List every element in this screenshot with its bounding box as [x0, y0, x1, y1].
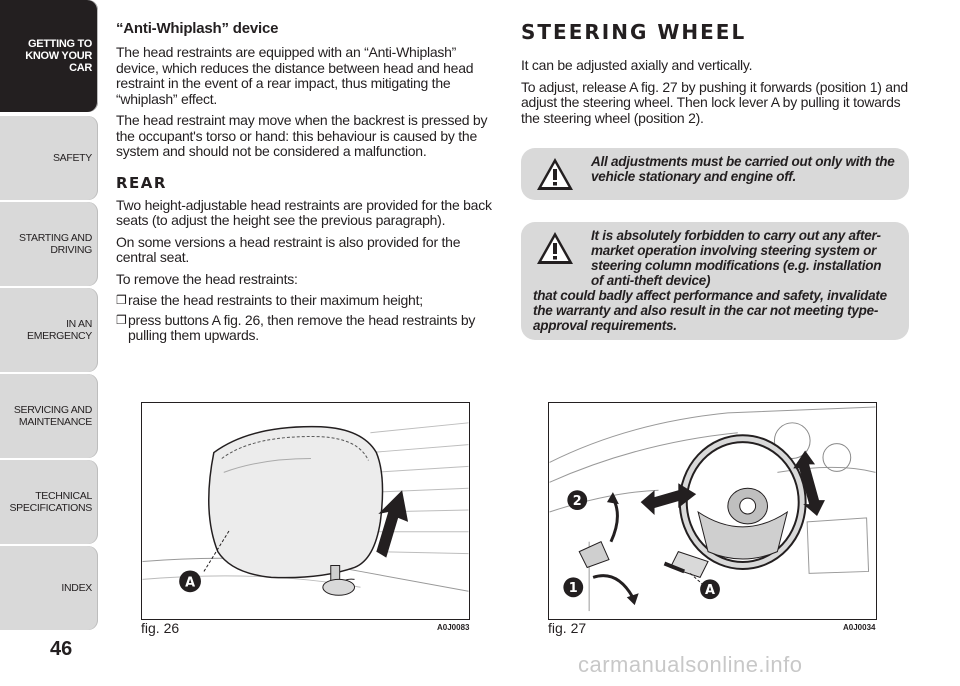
figure-caption: fig. 27: [548, 620, 587, 636]
warning-box: All adjustments must be carried out only…: [521, 148, 909, 200]
list-item: ❒ press buttons A fig. 26, then remove t…: [116, 311, 476, 343]
left-column: “Anti-Whiplash” device The head restrain…: [116, 20, 500, 348]
figure-caption: fig. 26: [141, 620, 180, 636]
tab-starting-and-driving[interactable]: STARTING AND DRIVING: [0, 202, 98, 286]
warning-box: It is absolutely forbidden to carry out …: [521, 222, 909, 340]
checkbox-bullet-icon: ❒: [116, 293, 127, 307]
tab-in-an-emergency[interactable]: IN AN EMERGENCY: [0, 288, 98, 372]
figure-code: A0J0034: [843, 623, 876, 632]
section-sidebar: GETTING TO KNOW YOUR CAR SAFETY STARTING…: [0, 0, 100, 686]
label-2: 2: [573, 494, 582, 509]
tab-index[interactable]: INDEX: [0, 546, 98, 630]
tab-servicing-and-maintenance[interactable]: SERVICING AND MAINTENANCE: [0, 374, 98, 458]
warning-text-continued: that could badly affect performance and …: [533, 288, 887, 333]
label-a: A: [705, 583, 715, 598]
list-item: ❒ raise the head restraints to their max…: [116, 292, 423, 308]
label-a: A: [185, 575, 195, 590]
figure-27-steering-wheel: 2 1 A: [548, 402, 877, 620]
label-1: 1: [569, 581, 578, 596]
paragraph: To remove the head restraints:: [116, 270, 298, 287]
tab-safety[interactable]: SAFETY: [0, 116, 98, 200]
paragraph: Two height-adjustable head restraints ar…: [116, 196, 492, 228]
figure-code: A0J0083: [437, 623, 470, 632]
rear-heading: REAR: [116, 173, 167, 192]
tab-getting-to-know-your-car[interactable]: GETTING TO KNOW YOUR CAR: [0, 0, 98, 112]
tab-technical-specifications[interactable]: TECHNICAL SPECIFICATIONS: [0, 460, 98, 544]
page-number: 46: [50, 638, 73, 660]
warning-triangle-icon: [537, 232, 573, 264]
steering-wheel-heading: STEERING WHEEL: [521, 20, 747, 44]
paragraph: The head restraints are equipped with an…: [116, 44, 474, 107]
paragraph: To adjust, release A fig. 27 by pushing …: [521, 78, 908, 126]
steering-wheel-illustration: 2 1 A: [549, 406, 876, 612]
warning-text: All adjustments must be carried out only…: [591, 154, 895, 184]
watermark: carmanualsonline.info: [578, 652, 803, 677]
paragraph: On some versions a head restraint is als…: [116, 233, 461, 265]
warning-triangle-icon: [537, 158, 573, 190]
warning-text: It is absolutely forbidden to carry out …: [591, 228, 882, 288]
figure-26-head-restraint: A: [141, 402, 470, 620]
head-restraint-illustration: A: [142, 422, 469, 596]
checkbox-bullet-icon: ❒: [116, 312, 127, 327]
paragraph: The head restraint may move when the bac…: [116, 112, 488, 159]
right-column: STEERING WHEEL It can be adjusted axiall…: [521, 20, 909, 362]
paragraph: It can be adjusted axially and verticall…: [521, 57, 753, 73]
anti-whiplash-subtitle: “Anti-Whiplash” device: [116, 20, 279, 37]
